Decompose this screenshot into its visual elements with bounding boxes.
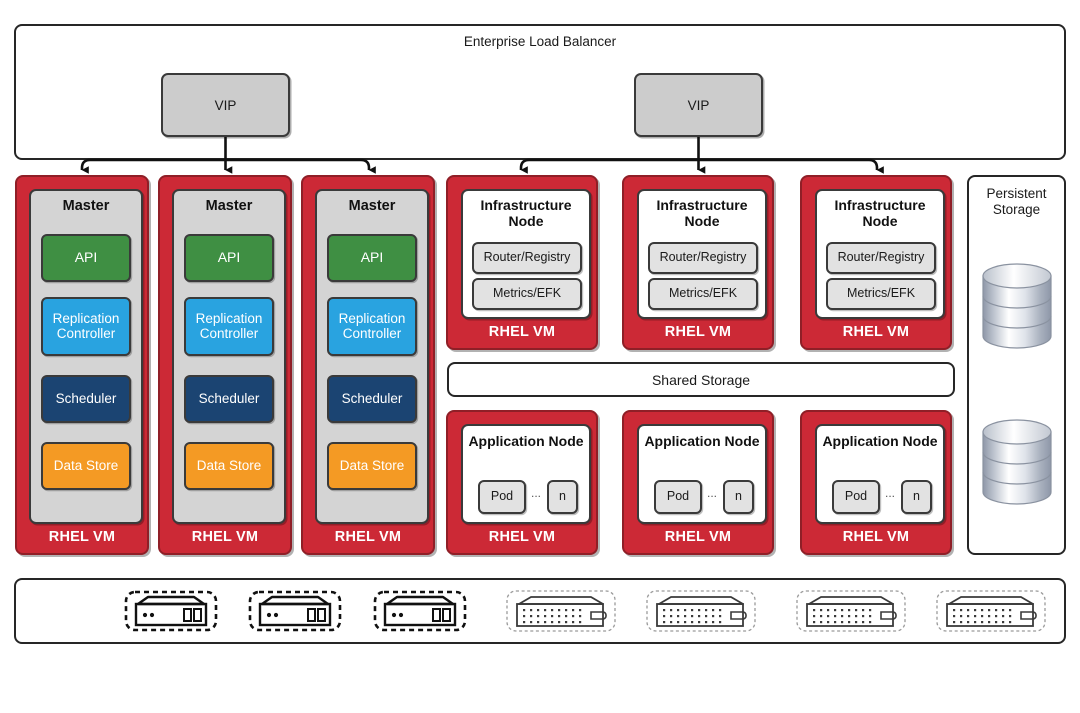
vip-label: VIP — [214, 97, 237, 113]
master-component-api[interactable]: API — [41, 234, 131, 282]
master-panel-3: Master API Replication Controller Schedu… — [315, 189, 429, 524]
pod-n-box[interactable]: n — [723, 480, 754, 514]
application-panel-2: Application Node Pod ... n — [637, 424, 767, 524]
infra-service-router-registry[interactable]: Router/Registry — [472, 242, 582, 274]
server-icon-node-3[interactable] — [795, 588, 907, 634]
master-title: Master — [348, 198, 396, 214]
infra-service-router-registry[interactable]: Router/Registry — [648, 242, 758, 274]
load-balancer-title: Enterprise Load Balancer — [463, 34, 617, 49]
master-component-api[interactable]: API — [327, 234, 417, 282]
infrastructure-node-title: Infrastructure Node — [834, 197, 926, 230]
infrastructure-vm-2[interactable]: RHEL VM Infrastructure Node Router/Regis… — [622, 175, 774, 350]
master-component-data-store[interactable]: Data Store — [327, 442, 417, 490]
vm-label: RHEL VM — [842, 324, 910, 340]
master-panel-1: Master API Replication Controller Schedu… — [29, 189, 143, 524]
master-component-data-store[interactable]: Data Store — [41, 442, 131, 490]
master-component-replication-controller[interactable]: Replication Controller — [327, 297, 417, 356]
application-node-title: Application Node — [644, 433, 760, 449]
vip-box-2[interactable]: VIP — [634, 73, 763, 137]
physical-hardware-bar — [14, 578, 1066, 644]
infrastructure-panel-2: Infrastructure Node Router/Registry Metr… — [637, 189, 767, 319]
application-vm-1[interactable]: RHEL VM Application Node Pod ... n — [446, 410, 598, 555]
infra-service-metrics-efk[interactable]: Metrics/EFK — [648, 278, 758, 310]
server-icon-master-2[interactable] — [248, 589, 342, 633]
vip-label: VIP — [687, 97, 710, 113]
vm-label: RHEL VM — [488, 324, 556, 340]
master-component-scheduler[interactable]: Scheduler — [41, 375, 131, 423]
infrastructure-panel-3: Infrastructure Node Router/Registry Metr… — [815, 189, 945, 319]
application-panel-1: Application Node Pod ... n — [461, 424, 591, 524]
infra-service-metrics-efk[interactable]: Metrics/EFK — [472, 278, 582, 310]
master-vm-2[interactable]: RHEL VM Master API Replication Controlle… — [158, 175, 292, 555]
shared-storage-label: Shared Storage — [651, 371, 751, 388]
master-component-replication-controller[interactable]: Replication Controller — [184, 297, 274, 356]
server-icon-master-3[interactable] — [373, 589, 467, 633]
infra-service-router-registry[interactable]: Router/Registry — [826, 242, 936, 274]
pod-ellipsis: ... — [884, 486, 895, 500]
vm-label: RHEL VM — [842, 529, 910, 545]
vm-label: RHEL VM — [664, 324, 732, 340]
connector-arrows — [80, 137, 884, 174]
pod-n-box[interactable]: n — [901, 480, 932, 514]
pod-box[interactable]: Pod — [654, 480, 702, 514]
application-node-title: Application Node — [468, 433, 584, 449]
pod-ellipsis: ... — [706, 486, 717, 500]
infrastructure-node-title: Infrastructure Node — [480, 197, 572, 230]
database-cylinder-icon-1 — [980, 262, 1055, 350]
database-cylinder-icon-2 — [980, 418, 1055, 506]
vm-label: RHEL VM — [334, 529, 402, 545]
vm-label: RHEL VM — [488, 529, 556, 545]
infrastructure-vm-3[interactable]: RHEL VM Infrastructure Node Router/Regis… — [800, 175, 952, 350]
master-component-api[interactable]: API — [184, 234, 274, 282]
infrastructure-panel-1: Infrastructure Node Router/Registry Metr… — [461, 189, 591, 319]
application-node-title: Application Node — [822, 433, 938, 449]
server-icon-node-1[interactable] — [505, 588, 617, 634]
server-icon-node-2[interactable] — [645, 588, 757, 634]
master-component-scheduler[interactable]: Scheduler — [184, 375, 274, 423]
pod-box[interactable]: Pod — [478, 480, 526, 514]
infrastructure-node-title: Infrastructure Node — [656, 197, 748, 230]
application-vm-3[interactable]: RHEL VM Application Node Pod ... n — [800, 410, 952, 555]
master-vm-3[interactable]: RHEL VM Master API Replication Controlle… — [301, 175, 435, 555]
vm-label: RHEL VM — [664, 529, 732, 545]
server-icon-master-1[interactable] — [124, 589, 218, 633]
application-vm-2[interactable]: RHEL VM Application Node Pod ... n — [622, 410, 774, 555]
master-component-data-store[interactable]: Data Store — [184, 442, 274, 490]
shared-storage-box[interactable]: Shared Storage — [447, 362, 955, 397]
persistent-storage-title: Persistent Storage — [986, 186, 1047, 218]
vip-box-1[interactable]: VIP — [161, 73, 290, 137]
infrastructure-vm-1[interactable]: RHEL VM Infrastructure Node Router/Regis… — [446, 175, 598, 350]
application-panel-3: Application Node Pod ... n — [815, 424, 945, 524]
pod-n-box[interactable]: n — [547, 480, 578, 514]
pod-box[interactable]: Pod — [832, 480, 880, 514]
vm-label: RHEL VM — [191, 529, 259, 545]
master-panel-2: Master API Replication Controller Schedu… — [172, 189, 286, 524]
master-title: Master — [205, 198, 253, 214]
master-title: Master — [62, 198, 110, 214]
infra-service-metrics-efk[interactable]: Metrics/EFK — [826, 278, 936, 310]
master-vm-1[interactable]: RHEL VM Master API Replication Controlle… — [15, 175, 149, 555]
vm-label: RHEL VM — [48, 529, 116, 545]
master-component-scheduler[interactable]: Scheduler — [327, 375, 417, 423]
pod-ellipsis: ... — [530, 486, 541, 500]
master-component-replication-controller[interactable]: Replication Controller — [41, 297, 131, 356]
server-icon-node-4[interactable] — [935, 588, 1047, 634]
